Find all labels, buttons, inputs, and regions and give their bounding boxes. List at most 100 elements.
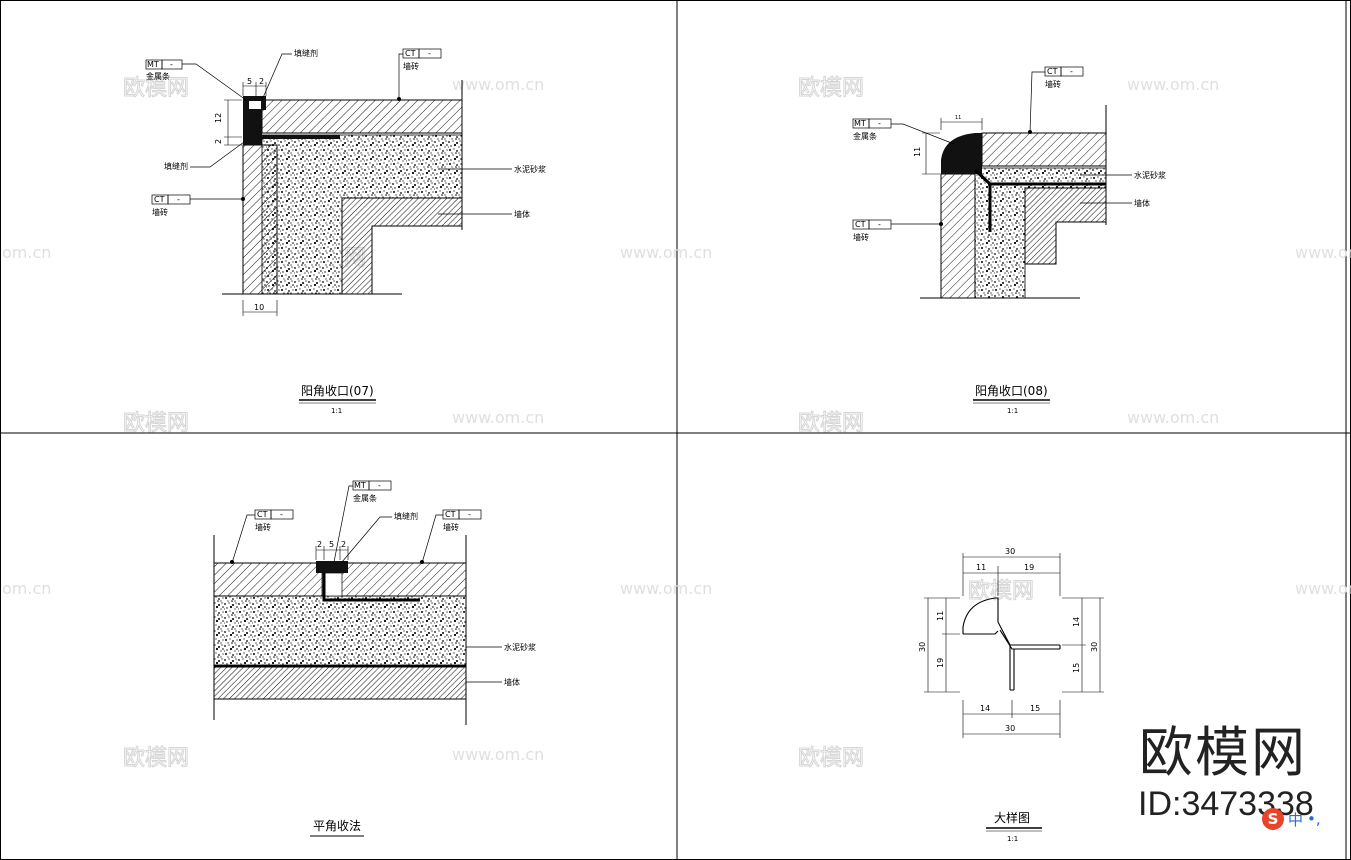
metal-strip-cap xyxy=(316,561,348,573)
callout-wall: 墙体 xyxy=(504,677,520,687)
panel-scale: 1:1 xyxy=(1007,407,1018,415)
callout-wall-tile: 墙砖 xyxy=(255,522,271,532)
mortar-layer xyxy=(213,595,467,666)
dim-bottom-total: 30 xyxy=(1005,724,1015,733)
brand-name: 欧模网 xyxy=(1139,721,1307,784)
dim-right-a: 14 xyxy=(1072,617,1081,627)
watermark-url: www.om.cn xyxy=(1295,243,1351,262)
dim-bottom-b: 15 xyxy=(1030,704,1040,713)
callout-filler: 填缝剂 xyxy=(294,48,318,58)
watermark-logo: 欧模网 xyxy=(968,579,1034,604)
callout-ct-code: CT xyxy=(154,195,165,204)
dim-right-b: 15 xyxy=(1072,663,1081,673)
watermark-url: www.om.cn xyxy=(1127,408,1219,427)
model-id: ID:3473338 xyxy=(1138,785,1314,823)
wall xyxy=(341,197,463,295)
watermark-url: om.cn xyxy=(2,243,51,262)
panel-title: 阳角收口(08) xyxy=(975,384,1048,398)
dim-11-top: 11 xyxy=(955,115,961,121)
callout-wall-tile: 墙砖 xyxy=(1045,79,1061,89)
callout-ct-code: CT xyxy=(257,510,268,519)
watermark-url: www.om.cn xyxy=(620,579,712,598)
dim-top-a: 11 xyxy=(976,563,986,572)
metal-strip-leg xyxy=(322,573,420,602)
callout-wall: 墙体 xyxy=(1134,198,1150,208)
callout-dash: - xyxy=(1070,67,1073,76)
callout-mortar: 水泥砂浆 xyxy=(1134,170,1166,180)
left-tile xyxy=(242,144,278,295)
watermark-url: www.om.cn xyxy=(1295,579,1351,598)
callout-dash: - xyxy=(170,60,173,69)
dim-top-total: 30 xyxy=(1005,547,1015,556)
dim-2: 2 xyxy=(317,540,322,549)
watermark-logo: 欧模网 xyxy=(798,76,864,101)
callout-dash: - xyxy=(428,49,431,58)
watermark-url: www.om.cn xyxy=(452,408,544,427)
dim-5: 5 xyxy=(329,540,334,549)
sogou-logo-icon[interactable]: S xyxy=(1262,808,1284,830)
panel-title: 大样图 xyxy=(994,810,1030,825)
panel-flat-corner: 2 5 2 MT - 金属条 填缝剂 CT - 墙砖 CT - 墙砖 水泥砂浆 … xyxy=(213,480,536,837)
callout-filler: 填缝剂 xyxy=(394,511,418,521)
callout-dash: - xyxy=(177,195,180,204)
dim-12: 12 xyxy=(214,113,223,123)
dim-top-b: 19 xyxy=(1024,563,1034,572)
dim-2: 2 xyxy=(259,77,264,86)
callout-mortar: 水泥砂浆 xyxy=(514,164,546,174)
callout-metal-strip: 金属条 xyxy=(146,71,170,81)
watermark-logo: 欧模网 xyxy=(798,746,864,771)
metal-strip-gap xyxy=(249,101,261,109)
callout-wall-tile: 墙砖 xyxy=(443,522,459,532)
dim-left-b: 19 xyxy=(936,658,945,668)
callout-mt-code: MT xyxy=(147,60,159,69)
left-tile xyxy=(940,173,976,299)
wall xyxy=(213,666,467,700)
panel-detail-enlarged: 30 11 19 30 11 19 30 14 15 14 15 30 大样图 … xyxy=(918,547,1104,843)
dim-2: 2 xyxy=(341,540,346,549)
callout-wall: 墙体 xyxy=(514,209,530,219)
dim-5: 5 xyxy=(247,77,252,86)
ime-lang-toggle[interactable]: 中 xyxy=(1288,810,1304,829)
panel-scale: 1:1 xyxy=(331,407,342,415)
dim-2-vertical: 2 xyxy=(214,139,223,144)
top-tile xyxy=(261,99,463,134)
callout-dash: - xyxy=(280,510,283,519)
ime-toolbar[interactable]: S 中 •, xyxy=(1262,806,1321,832)
dim-left-a: 11 xyxy=(936,611,945,621)
watermark-url: www.om.cn xyxy=(452,745,544,764)
panel-title: 平角收法 xyxy=(313,819,361,833)
callout-mortar: 水泥砂浆 xyxy=(504,642,536,652)
watermark-logo: 欧模网 xyxy=(798,411,864,436)
callout-wall-tile: 墙砖 xyxy=(403,61,419,71)
callout-metal-strip: 金属条 xyxy=(353,493,377,503)
watermarks: 欧模网 欧模网 欧模网 欧模网 欧模网 欧模网 欧模网 欧模网 www.om.c… xyxy=(2,75,1351,772)
callout-ct-code: CT xyxy=(1047,67,1058,76)
callout-filler: 填缝剂 xyxy=(164,161,188,171)
callout-ct-code: CT xyxy=(405,49,416,58)
dim-11: 11 xyxy=(913,147,922,157)
callout-dash: - xyxy=(878,220,881,229)
callout-dash: - xyxy=(378,481,381,490)
watermark-url: www.om.cn xyxy=(620,243,712,262)
brand-watermark: 欧模网 ID:3473338 xyxy=(1138,721,1314,824)
callout-wall-tile: 墙砖 xyxy=(853,232,869,242)
watermark-logo: 欧模网 xyxy=(123,411,189,436)
dim-right-total: 30 xyxy=(1090,642,1099,652)
callout-dash: - xyxy=(878,119,881,128)
ime-punct-toggle[interactable]: •, xyxy=(1307,810,1321,828)
dim-10: 10 xyxy=(254,303,264,312)
dim-bottom-a: 14 xyxy=(980,704,990,713)
top-tile xyxy=(981,132,1107,167)
profile-rounded-cap xyxy=(962,597,999,634)
callout-ct-code: CT xyxy=(445,510,456,519)
profile-leg xyxy=(1009,645,1015,690)
callout-wall-tile: 墙砖 xyxy=(152,207,168,217)
profile-leg xyxy=(999,629,1060,650)
callout-metal-strip: 金属条 xyxy=(853,131,877,141)
watermark-url: www.om.cn xyxy=(1127,75,1219,94)
dim-left-total: 30 xyxy=(918,642,927,652)
filler-joint xyxy=(321,572,343,597)
panel-detail-08: 11 11 MT - 金属条 CT - 墙砖 CT - 墙砖 水泥砂浆 墙体 阳… xyxy=(852,66,1166,415)
wall xyxy=(1024,187,1107,265)
callout-dash: - xyxy=(468,510,471,519)
